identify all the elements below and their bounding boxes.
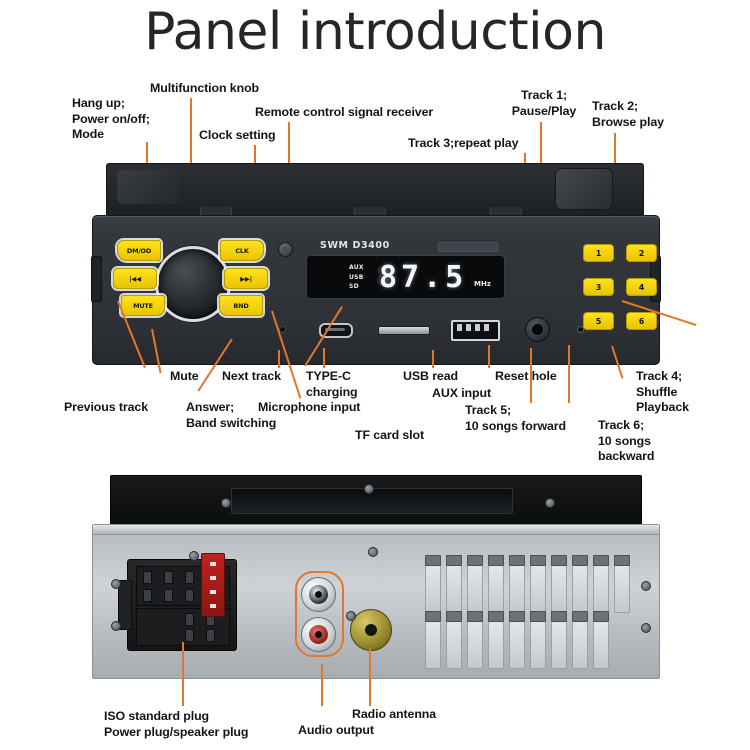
callout-previous-track: Previous track xyxy=(64,400,149,414)
callout-tf-card: TF card slot xyxy=(355,428,425,442)
radio-antenna-jack[interactable] xyxy=(350,609,392,651)
callout-type-c: TYPE-C charging xyxy=(306,369,358,399)
preset-button-6[interactable]: 6 xyxy=(626,312,657,330)
leader-multifunction xyxy=(190,98,192,217)
mounting-ear-left xyxy=(91,256,102,302)
display-frequency-unit: MHz xyxy=(474,280,491,288)
screw-icon xyxy=(364,484,374,494)
callout-reset-hole: Reset hole xyxy=(495,369,557,383)
callout-iso-plug: ISO standard plug Power plug/speaker plu… xyxy=(104,709,249,739)
callout-clock-setting: Clock setting xyxy=(199,128,276,142)
page-title: Panel introduction xyxy=(144,2,606,62)
callout-next-track: Next track xyxy=(222,369,281,383)
usb-port[interactable] xyxy=(451,320,500,341)
preset-button-1[interactable]: 1 xyxy=(583,244,614,262)
preset-button-4[interactable]: 4 xyxy=(626,278,657,296)
control-cluster: DM/OD CLK |◀◀ ▶▶| MUTE BND xyxy=(113,238,268,346)
screw-icon xyxy=(545,498,555,508)
callout-track-4: Track 4; Shuffle Playback xyxy=(636,369,689,414)
display-frequency: 87.5 xyxy=(379,260,468,295)
leader-microphone xyxy=(278,350,280,368)
rear-upper-housing xyxy=(110,475,642,529)
mute-button[interactable]: MUTE xyxy=(121,295,165,316)
callout-hang-up: Hang up; Power on/off; Mode xyxy=(72,96,150,141)
leader-type-c xyxy=(323,348,325,368)
brand-label: SWM D3400 xyxy=(320,240,390,251)
display-ghost-digit: 8 xyxy=(375,262,394,292)
clock-setting-button[interactable]: CLK xyxy=(220,240,264,261)
iso-latch xyxy=(118,580,132,630)
ventilation-slots xyxy=(425,549,637,669)
fuse-holder xyxy=(201,553,225,617)
callout-radio-antenna: Radio antenna xyxy=(352,707,437,721)
panel-upper-recess xyxy=(555,168,613,210)
callout-track-6: Track 6; 10 songs backward xyxy=(598,418,655,463)
multifunction-knob[interactable] xyxy=(155,246,231,322)
leader-radio-antenna xyxy=(369,648,371,706)
callout-answer-band: Answer; Band switching xyxy=(186,400,277,430)
leader-audio-output xyxy=(321,664,323,706)
chassis-screws xyxy=(93,525,659,678)
callout-usb-read: USB read xyxy=(403,369,458,383)
vent-strip xyxy=(438,242,498,252)
display-source-indicators: AUX USB SD xyxy=(349,264,364,290)
callout-track-3: Track 3;repeat play xyxy=(408,136,519,150)
car-stereo-rear-panel xyxy=(92,475,660,685)
audio-output-highlight xyxy=(295,571,344,657)
previous-track-button[interactable]: |◀◀ xyxy=(113,268,157,289)
rca-jack-white[interactable] xyxy=(301,577,336,612)
rear-chassis xyxy=(92,524,660,679)
chassis-lip xyxy=(93,525,659,535)
leader-track-5 xyxy=(568,345,570,403)
leader-reset xyxy=(530,348,532,403)
microphone-input-hole xyxy=(279,326,286,333)
next-track-button[interactable]: ▶▶| xyxy=(224,268,268,289)
aux-input-jack[interactable] xyxy=(525,317,550,342)
callout-audio-output: Audio output xyxy=(298,723,374,737)
callout-remote-receiver: Remote control signal receiver xyxy=(255,105,434,119)
screw-icon xyxy=(221,498,231,508)
leader-usb xyxy=(432,350,434,368)
preset-button-5[interactable]: 5 xyxy=(583,312,614,330)
leader-iso-plug xyxy=(182,642,184,706)
preset-button-3[interactable]: 3 xyxy=(583,278,614,296)
panel-face: DM/OD CLK |◀◀ ▶▶| MUTE BND SWM D3400 AUX… xyxy=(91,215,661,365)
mode-power-hangup-button[interactable]: DM/OD xyxy=(117,240,161,261)
preset-button-2[interactable]: 2 xyxy=(626,244,657,262)
leader-aux xyxy=(488,345,490,368)
callout-aux-input: AUX input xyxy=(432,386,491,400)
reset-hole[interactable] xyxy=(577,326,584,333)
preset-button-grid: 1 2 3 4 5 6 xyxy=(583,244,657,340)
lcd-display: AUX USB SD 8 87.5 MHz xyxy=(306,255,505,299)
callout-track-1: Track 1; Pause/Play xyxy=(511,88,577,118)
callout-microphone: Microphone input xyxy=(258,400,361,414)
callout-track-2: Track 2; Browse play xyxy=(592,99,664,129)
tf-card-slot[interactable] xyxy=(378,326,430,335)
rca-jack-red[interactable] xyxy=(301,617,336,652)
band-switch-button[interactable]: BND xyxy=(219,295,263,316)
car-stereo-front-panel: DM/OD CLK |◀◀ ▶▶| MUTE BND SWM D3400 AUX… xyxy=(91,163,661,365)
callout-mute: Mute xyxy=(170,369,199,383)
callout-track-5: Track 5; 10 songs forward xyxy=(465,403,566,433)
remote-control-receiver-icon xyxy=(278,242,293,257)
callout-multifunction: Multifunction knob xyxy=(150,81,260,95)
